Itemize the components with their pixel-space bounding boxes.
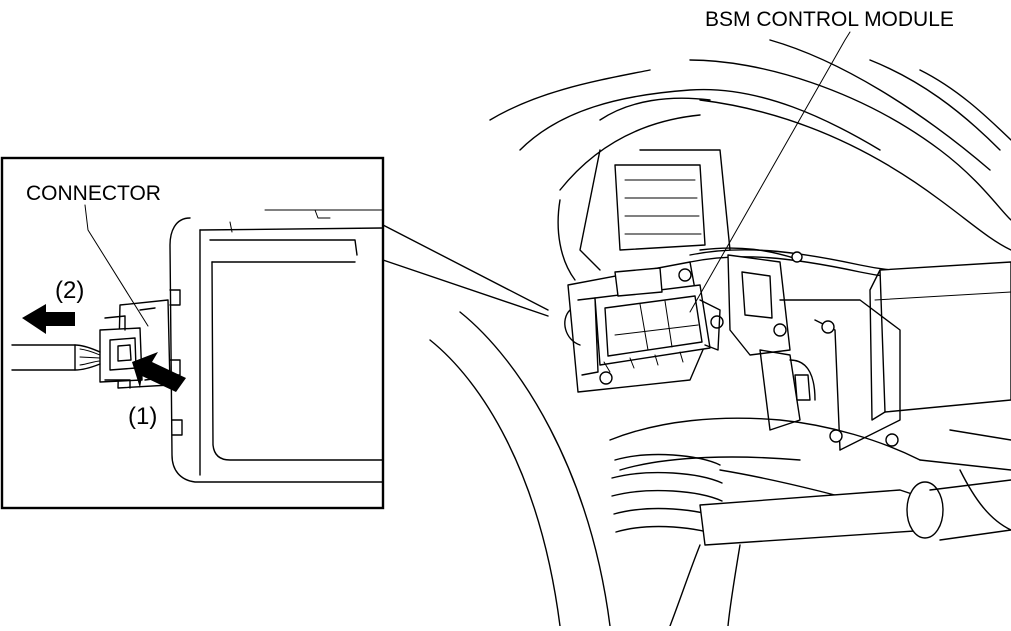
module-label: BSM CONTROL MODULE (705, 8, 954, 31)
connector-label: CONNECTOR (26, 182, 161, 205)
wire-harness (11, 344, 101, 371)
step-2-label: (2) (55, 277, 84, 304)
detail-inset (0, 156, 385, 510)
push-arrow-icon (132, 352, 186, 392)
callout-lines (382, 224, 549, 317)
vehicle-structure (429, 39, 1011, 627)
connector-leader-line (84, 204, 149, 327)
step-1-label: (1) (128, 403, 157, 430)
inset-frame (0, 156, 385, 510)
bsm-control-module (564, 261, 724, 393)
module-leader-line (689, 31, 851, 313)
pull-arrow-icon (22, 304, 75, 334)
